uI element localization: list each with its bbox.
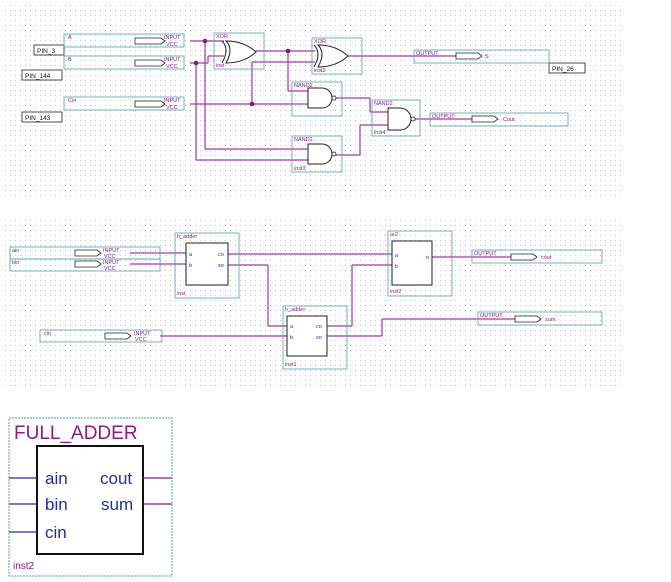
output-pin-cout: OUTPUT Cout: [429, 112, 569, 127]
svg-text:VCC: VCC: [166, 64, 178, 70]
svg-text:ain: ain: [12, 248, 19, 254]
junctions: [193, 38, 291, 107]
svg-text:cin: cin: [44, 331, 51, 337]
svg-text:INPUT: INPUT: [164, 57, 181, 63]
input-pin-ain: ain INPUT VCC: [9, 246, 161, 260]
input-pin-bin: bin INPUT VCC: [9, 258, 161, 272]
port-bin: bin: [45, 495, 68, 514]
svg-text:a: a: [395, 253, 399, 259]
svg-text:INPUT: INPUT: [164, 35, 181, 41]
xor-gate-inst: XOR inst: [213, 32, 265, 70]
svg-text:INPUT: INPUT: [103, 260, 120, 266]
svg-text:A: A: [68, 35, 72, 41]
svg-text:INPUT: INPUT: [164, 98, 181, 104]
symbol-title: FULL_ADDER: [14, 423, 138, 444]
input-pin-b: B INPUT VCC: [63, 55, 185, 70]
port-sum: sum: [101, 495, 133, 514]
svg-text:OUTPUT: OUTPUT: [474, 251, 497, 257]
pin-label-pin26: PIN_26: [548, 62, 586, 74]
svg-text:Cout: Cout: [503, 117, 515, 123]
svg-text:VCC: VCC: [166, 105, 178, 111]
svg-text:PIN_144: PIN_144: [25, 73, 51, 80]
output-pin-cout: OUTPUT cout: [471, 249, 603, 264]
block-h-adder-inst: h_adder a b co so inst: [174, 232, 240, 299]
svg-text:h_adder: h_adder: [285, 307, 305, 313]
output-pin-sum: OUTPUT sum: [477, 311, 603, 326]
xor-gate-inst2: XOR inst2: [311, 37, 363, 75]
svg-text:inst2: inst2: [314, 68, 326, 74]
nand-gate-inst4: NAND2 inst4: [371, 99, 421, 137]
svg-text:VCC: VCC: [166, 42, 178, 48]
symbol-instance-name: inst2: [13, 561, 35, 572]
svg-text:bin: bin: [12, 260, 19, 266]
svg-text:or2: or2: [390, 232, 398, 238]
svg-text:co: co: [316, 324, 322, 330]
svg-text:so: so: [316, 335, 322, 341]
nand-gate-top: NAND2: [291, 81, 343, 117]
grid-area: [5, 218, 623, 386]
svg-text:VCC: VCC: [135, 337, 147, 343]
svg-text:PIN_3: PIN_3: [37, 48, 55, 55]
input-pin-a: A INPUT VCC: [63, 33, 185, 48]
svg-text:XOR: XOR: [216, 34, 228, 40]
input-stubs: [9, 477, 37, 533]
wires: [130, 252, 515, 337]
svg-text:NAND2: NAND2: [374, 101, 393, 107]
output-pin-s: OUTPUT S: [413, 49, 550, 64]
block-h-adder-inst1: h_adder a b co so inst1: [282, 305, 348, 370]
svg-text:b: b: [290, 335, 293, 341]
svg-text:Cin: Cin: [68, 98, 76, 104]
svg-text:inst: inst: [177, 291, 186, 297]
svg-text:PIN_143: PIN_143: [25, 115, 51, 122]
block-level-schematic: ain INPUT VCC bin INPUT VCC cin INPUT VC…: [0, 215, 671, 390]
svg-text:NAND2: NAND2: [294, 83, 313, 89]
input-pin-cin: cin INPUT VCC: [39, 329, 163, 343]
svg-text:inst: inst: [216, 63, 225, 69]
symbol-frame: [8, 417, 173, 577]
symbol-body: [36, 445, 144, 555]
svg-text:so: so: [218, 263, 224, 269]
block-schematic-canvas: ain INPUT VCC bin INPUT VCC cin INPUT VC…: [5, 218, 623, 386]
svg-text:a: a: [290, 324, 294, 330]
svg-text:VCC: VCC: [104, 254, 116, 260]
pin-label-pin143: PIN_143: [21, 111, 63, 123]
port-cout: cout: [100, 469, 132, 488]
svg-text:a: a: [189, 252, 193, 258]
output-stubs: [143, 477, 172, 505]
block-or2-inst2: or2 a b o inst2: [387, 230, 453, 297]
svg-text:co: co: [218, 252, 224, 258]
svg-text:inst4: inst4: [374, 130, 386, 136]
nand-gate-inst3: NAND2 inst3: [291, 135, 343, 173]
symbol-canvas: FULL_ADDER ain bin cin cout sum inst2: [8, 417, 173, 577]
svg-text:b: b: [189, 263, 192, 269]
svg-text:XOR: XOR: [314, 39, 326, 45]
svg-text:NAND2: NAND2: [294, 137, 313, 143]
svg-text:PIN_26: PIN_26: [552, 66, 574, 73]
svg-text:S: S: [485, 54, 489, 60]
svg-text:OUTPUT: OUTPUT: [480, 313, 503, 319]
gate-level-schematic: PIN_3 PIN_144 PIN_143 PIN_26 A INPUT VCC…: [0, 0, 671, 200]
svg-text:inst1: inst1: [285, 362, 297, 368]
svg-text:b: b: [395, 264, 398, 270]
svg-text:VCC: VCC: [104, 266, 116, 272]
input-pin-cin: Cin INPUT VCC: [63, 96, 185, 111]
port-cin: cin: [45, 523, 67, 542]
svg-text:o: o: [426, 255, 429, 261]
port-ain: ain: [45, 469, 68, 488]
svg-text:OUTPUT: OUTPUT: [416, 51, 439, 57]
full-adder-symbol: FULL_ADDER ain bin cin cout sum inst2: [0, 412, 200, 577]
wires: [190, 40, 474, 161]
svg-text:B: B: [68, 57, 72, 63]
svg-text:OUTPUT: OUTPUT: [432, 114, 455, 120]
svg-text:h_adder: h_adder: [177, 234, 197, 240]
gate-schematic-canvas: PIN_3 PIN_144 PIN_143 PIN_26 A INPUT VCC…: [5, 3, 623, 198]
pin-label-pin3: PIN_3: [33, 44, 65, 56]
svg-text:INPUT: INPUT: [103, 248, 120, 254]
svg-text:inst2: inst2: [390, 289, 402, 295]
pin-label-pin144: PIN_144: [21, 69, 63, 81]
svg-text:INPUT: INPUT: [134, 331, 151, 337]
svg-text:inst3: inst3: [294, 166, 306, 172]
svg-text:sum: sum: [545, 317, 556, 323]
svg-text:cout: cout: [541, 255, 552, 261]
